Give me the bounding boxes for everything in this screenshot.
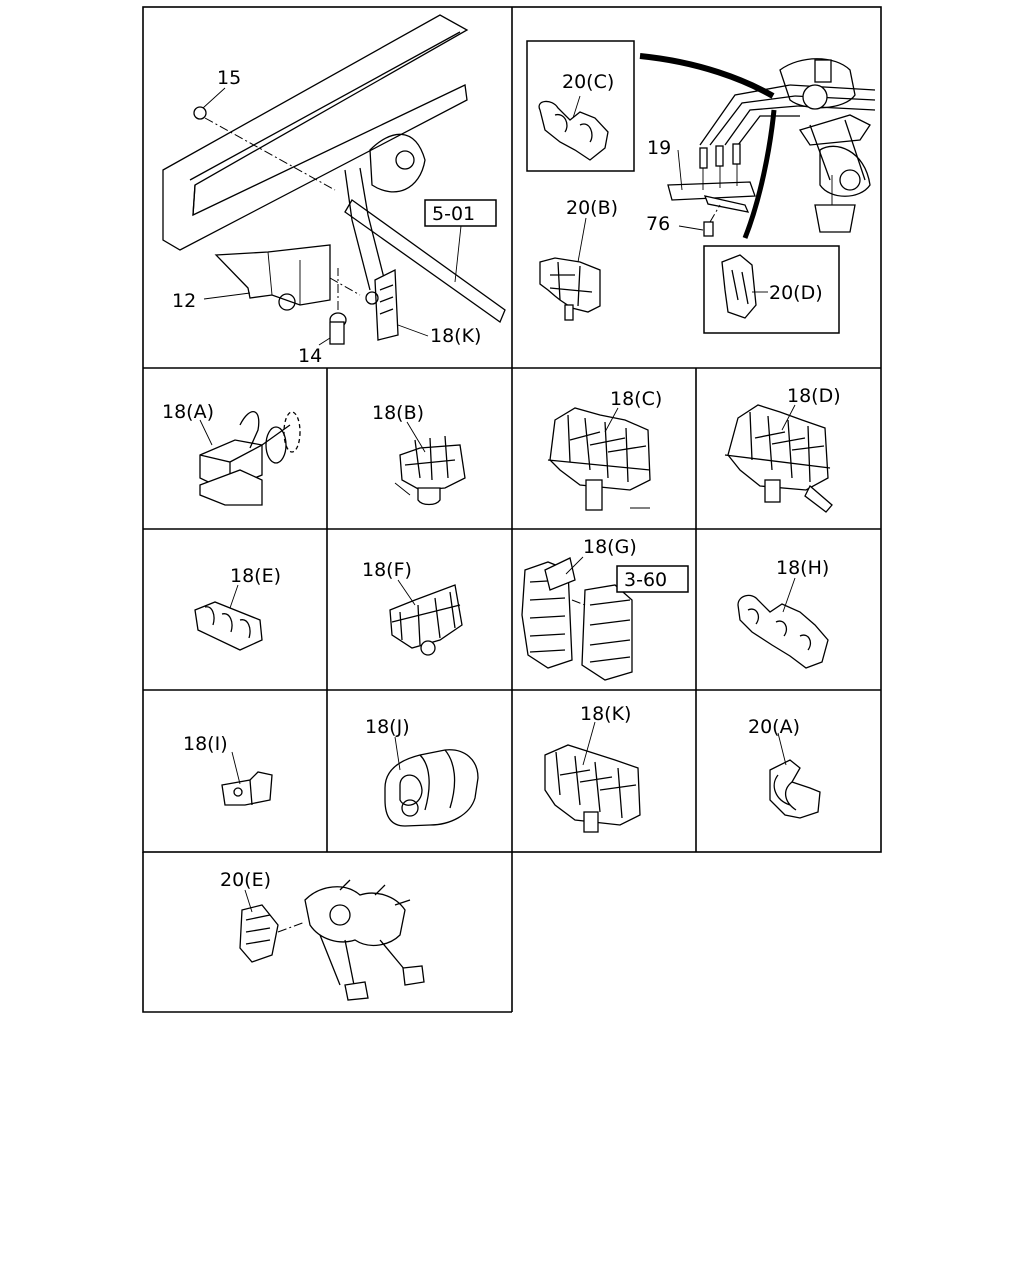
engine-piping-assembly: [639, 53, 876, 239]
cell-18i[interactable]: [221, 751, 273, 806]
cell-18e[interactable]: [194, 584, 263, 651]
cell-18d[interactable]: [724, 404, 833, 513]
callout-leaders-tl: [202, 87, 462, 346]
ref-box-5-01[interactable]: [424, 199, 497, 227]
label-18f: 18(F): [362, 559, 412, 581]
label-18e: 18(E): [230, 565, 281, 587]
label-20a: 20(A): [748, 716, 800, 738]
label-18k: 18(K): [580, 703, 631, 725]
callout-12: 12: [172, 290, 196, 312]
callout-76: 76: [646, 213, 670, 235]
cell-18f[interactable]: [389, 579, 463, 656]
callout-14: 14: [298, 345, 322, 367]
frame-bracket-assembly: [162, 14, 506, 345]
grid-frame: [142, 6, 882, 1013]
label-18i: 18(I): [183, 733, 228, 755]
label-18c: 18(C): [610, 388, 662, 410]
label-18d: 18(D): [787, 385, 841, 407]
callout-18k-top: 18(K): [430, 325, 481, 347]
cell-20a[interactable]: [769, 732, 821, 819]
label-18b: 18(B): [372, 402, 424, 424]
junction-block-19: [667, 143, 756, 237]
callout-20c: 20(C): [562, 71, 614, 93]
cell-18c[interactable]: [547, 407, 651, 511]
cell-18b[interactable]: [394, 421, 466, 506]
label-18a: 18(A): [162, 401, 214, 423]
cell-18h[interactable]: [737, 577, 829, 669]
callout-19: 19: [647, 137, 671, 159]
clip-20d: [721, 254, 757, 319]
ref-label-5-01: 5-01: [432, 203, 475, 225]
label-18g: 18(G): [583, 536, 637, 558]
label-18h: 18(H): [776, 557, 829, 579]
label-20e: 20(E): [220, 869, 271, 891]
callout-20d: 20(D): [769, 282, 823, 304]
callout-20b: 20(B): [566, 197, 618, 219]
cell-20e[interactable]: [239, 879, 425, 1001]
callout-15: 15: [217, 67, 241, 89]
ref-box-3-60[interactable]: [616, 565, 689, 593]
clip-20b: [539, 257, 601, 321]
ref-label-3-60: 3-60: [624, 569, 667, 591]
cell-18g[interactable]: [521, 556, 633, 681]
clip-20c: [538, 100, 609, 161]
label-18j: 18(J): [365, 716, 410, 738]
cell-18a[interactable]: [199, 411, 301, 506]
cell-18j[interactable]: [384, 736, 479, 827]
cell-18k[interactable]: [544, 721, 641, 833]
